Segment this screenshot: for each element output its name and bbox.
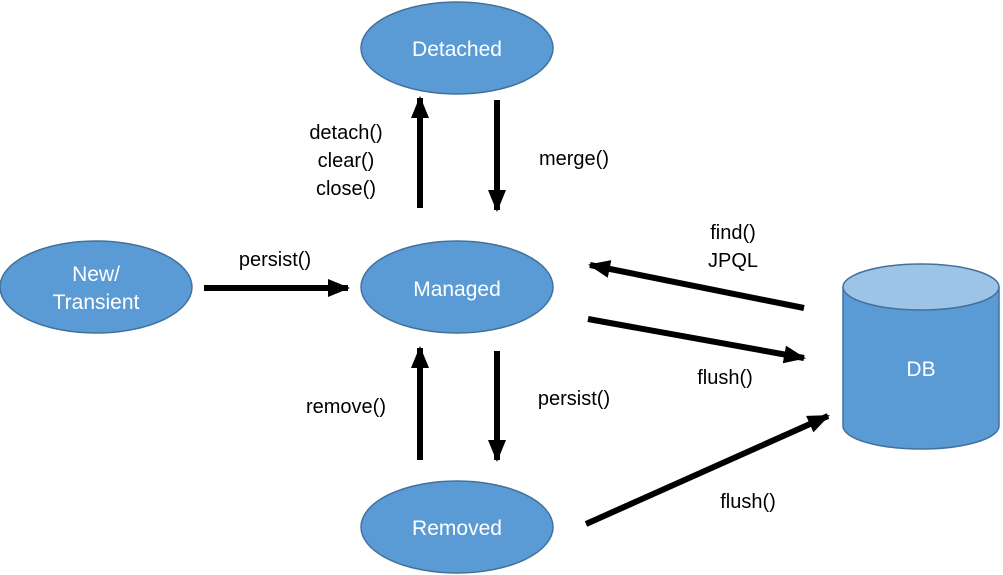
edge-label-merge: merge() <box>539 148 609 170</box>
node-db-cylinder: DB <box>842 263 1000 450</box>
node-detached-label: Detached <box>412 38 502 61</box>
arrow-db-to-managed <box>588 260 805 311</box>
node-db-label: DB <box>906 358 935 381</box>
edge-label-persist-removed: persist() <box>538 388 610 410</box>
node-removed: Removed <box>360 480 554 574</box>
node-detached: Detached <box>360 1 554 95</box>
edge-label-close: close() <box>316 178 376 200</box>
edge-label-jpql: JPQL <box>708 250 758 272</box>
node-new-transient: New/ Transient <box>0 240 193 334</box>
edge-label-persist-new: persist() <box>239 249 311 271</box>
node-managed-label: Managed <box>413 278 501 301</box>
edge-label-remove: remove() <box>306 396 386 418</box>
arrow-managed-to-db <box>587 316 806 364</box>
node-removed-label: Removed <box>412 517 502 540</box>
edge-label-find: find() <box>710 222 756 244</box>
edge-label-flush-managed: flush() <box>697 367 753 389</box>
arrow-removed-to-db <box>584 413 830 527</box>
edge-label-flush-removed: flush() <box>720 491 776 513</box>
edge-label-detach: detach() <box>309 122 382 144</box>
node-new-transient-label-line2: Transient <box>53 291 140 314</box>
node-new-transient-label-line1: New/ <box>72 263 120 286</box>
edge-label-clear: clear() <box>318 150 375 172</box>
node-managed: Managed <box>360 240 554 334</box>
